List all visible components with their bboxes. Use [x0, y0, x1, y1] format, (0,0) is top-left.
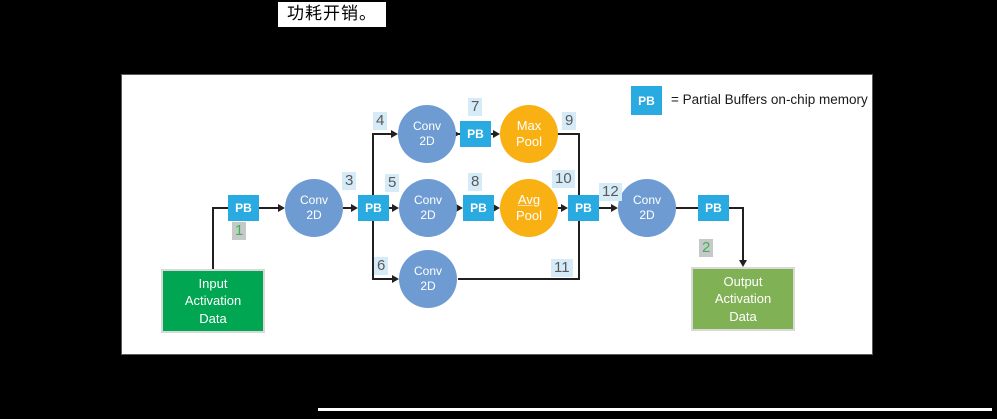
edge-corner-pbjoin-top: [578, 133, 580, 195]
max-pool-node: Max Pool: [500, 105, 558, 163]
pb-buffer-2: PB: [358, 195, 389, 221]
edge-label-8: 8: [468, 173, 483, 191]
edge-label-11: 11: [551, 259, 573, 277]
edge-convfinal-pbfinal: [676, 207, 698, 209]
edge-label-5: 5: [385, 174, 400, 192]
arrowhead-into-pbjoin: [561, 204, 568, 212]
edge-branch-down-vertical: [372, 221, 374, 280]
edge-branch-up-horizontal: [372, 133, 393, 135]
output-activation-data-box: Output Activation Data: [691, 267, 795, 331]
arrowhead-into-convmid: [392, 204, 399, 212]
output-box-line1: Output: [723, 273, 763, 289]
edge-pb1-conv1: [259, 207, 281, 209]
conv2d-label-line1: Conv: [412, 119, 441, 133]
conv2d-node-bottom: Conv 2D: [399, 250, 457, 308]
pb-buffer-3: PB: [460, 121, 491, 147]
edge-convbottom-corner: [458, 278, 580, 280]
edge-pbmid-convmid: [388, 207, 394, 209]
edge-pbfinal-corner: [728, 207, 744, 209]
edge-maxpool-corner: [556, 133, 580, 135]
conv2d-node-1: Conv 2D: [285, 179, 343, 237]
edge-label-10: 10: [552, 170, 575, 188]
output-box-line3: Data: [729, 308, 757, 324]
edge-label-2: 2: [699, 239, 714, 257]
legend-text: = Partial Buffers on-chip memory: [671, 92, 868, 107]
conv2d-label-line1: Conv: [299, 193, 328, 207]
arrowhead-into-avgpool: [493, 204, 500, 212]
edge-input-horizontal: [212, 207, 228, 209]
conv2d-node-top: Conv 2D: [398, 105, 456, 163]
output-box-line2: Activation: [714, 291, 772, 307]
edge-corner-pbjoin-bottom: [578, 221, 580, 280]
edge-branch-down-horizontal: [372, 278, 394, 280]
conv2d-label-line2: 2D: [420, 208, 436, 222]
conv2d-label-line1: Conv: [413, 264, 442, 278]
pb-buffer-5: PB: [568, 195, 599, 221]
arrowhead-into-pbtop: [453, 130, 460, 138]
conv2d-label-line2: 2D: [419, 134, 435, 148]
avg-pool-label-line1: Avg: [517, 191, 541, 207]
arrowhead-into-pbmid: [351, 204, 358, 212]
conv2d-node-mid: Conv 2D: [399, 179, 457, 237]
conv2d-label-line2: 2D: [306, 208, 322, 222]
legend-pb-chip: PB: [631, 86, 662, 115]
arrowhead-into-convtop: [391, 130, 398, 138]
edge-conv1-pbmid: [343, 207, 354, 209]
edge-input-vertical: [212, 208, 214, 270]
edge-label-4: 4: [373, 112, 388, 130]
edge-label-7: 7: [468, 98, 483, 116]
arrowhead-into-convfinal: [611, 204, 618, 212]
input-activation-data-box: Input Activation Data: [161, 269, 265, 333]
edge-label-12: 12: [599, 183, 622, 201]
arrowhead-into-convbottom: [392, 275, 399, 283]
input-box-line3: Data: [199, 310, 227, 326]
arrowhead-into-output: [739, 260, 747, 267]
edge-label-6: 6: [374, 257, 389, 275]
slide-caption: 功耗开销。: [278, 2, 386, 27]
edge-label-3: 3: [342, 172, 357, 190]
input-box-line1: Input: [198, 275, 228, 291]
max-pool-label-line1: Max: [516, 117, 542, 133]
edge-branch-up-vertical: [372, 133, 374, 195]
edge-label-9: 9: [562, 112, 577, 130]
conv2d-label-line2: 2D: [420, 279, 436, 293]
arrowhead-into-maxpool: [493, 130, 500, 138]
pb-buffer-4: PB: [463, 195, 494, 221]
arrowhead-into-pbmid2: [456, 204, 463, 212]
conv2d-label-line1: Conv: [632, 193, 661, 207]
avg-pool-node: Avg Pool: [500, 179, 558, 237]
conv2d-label-line2: 2D: [639, 208, 655, 222]
edge-pbjoin-convfinal: [598, 207, 614, 209]
pb-buffer-1: PB: [228, 195, 259, 221]
avg-pool-label-line2: Pool: [515, 208, 543, 223]
input-box-line2: Activation: [184, 293, 242, 309]
conv2d-node-final: Conv 2D: [618, 179, 676, 237]
dataflow-diagram-panel: PB = Partial Buffers on-chip memory PB P…: [121, 74, 873, 355]
pb-buffer-6: PB: [698, 195, 729, 221]
arrowhead-into-conv1: [278, 204, 285, 212]
bottom-divider-line: [318, 408, 992, 411]
max-pool-label-line2: Pool: [515, 134, 543, 149]
edge-label-1: 1: [232, 222, 247, 240]
edge-output-vertical: [742, 207, 744, 261]
conv2d-label-line1: Conv: [413, 193, 442, 207]
